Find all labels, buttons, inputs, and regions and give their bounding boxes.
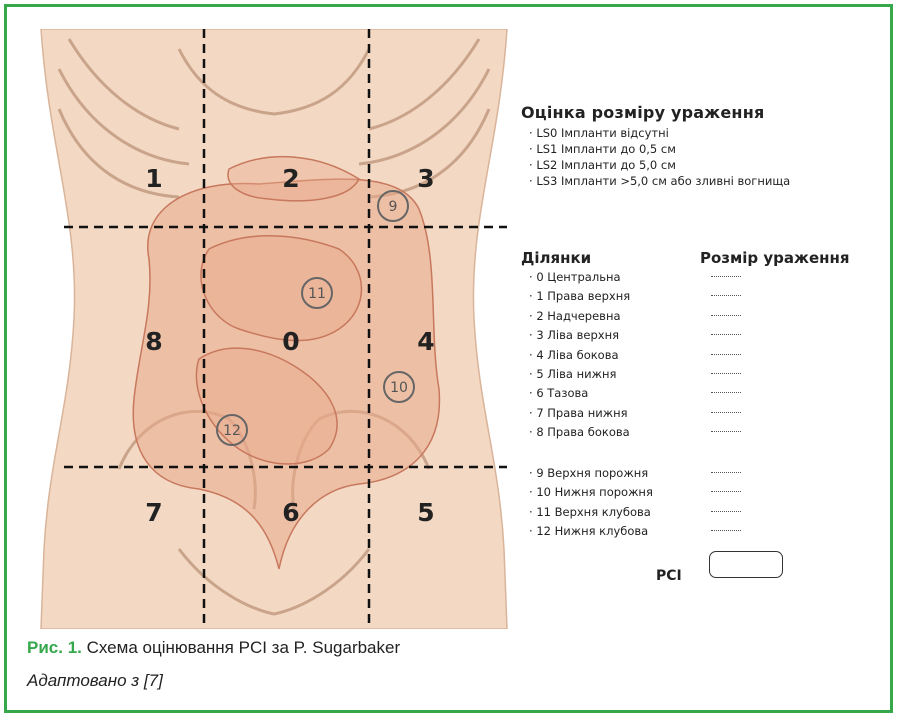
- region-row: 3 Ліва верхня: [529, 326, 630, 345]
- score-blank: [711, 412, 741, 413]
- score-blank: [711, 334, 741, 335]
- region-number-0: 0: [282, 327, 299, 356]
- region-label: 12 Нижня клубова: [529, 524, 648, 538]
- region-number-2: 2: [282, 164, 299, 193]
- region-label: 8 Права бокова: [529, 425, 630, 439]
- regions-list-small-bowel: 9 Верхня порожня 10 Нижня порожня 11 Вер…: [529, 464, 653, 542]
- figure-label: Рис. 1.: [27, 638, 82, 657]
- regions-list-main: 0 Центральна 1 Права верхня 2 Надчеревна…: [529, 268, 630, 443]
- region-row: 1 Права верхня: [529, 287, 630, 306]
- pci-score-box: [709, 551, 783, 578]
- region-row: 9 Верхня порожня: [529, 464, 653, 483]
- region-label: 2 Надчеревна: [529, 309, 621, 323]
- abdomen-illustration: 1 2 3 8 0 4 7 6 5 9 11 10 12: [29, 29, 519, 629]
- score-blank: [711, 276, 741, 277]
- region-row: 12 Нижня клубова: [529, 522, 653, 541]
- score-blank: [711, 373, 741, 374]
- score-blank: [711, 431, 741, 432]
- region-row: 8 Права бокова: [529, 423, 630, 442]
- region-number-7: 7: [145, 498, 162, 527]
- pci-label: PCI: [656, 568, 682, 584]
- region-number-8: 8: [145, 327, 162, 356]
- region-label: 1 Права верхня: [529, 289, 630, 303]
- score-blank: [711, 530, 741, 531]
- region-number-6: 6: [282, 498, 299, 527]
- region-row: 7 Права нижня: [529, 404, 630, 423]
- region-label: 3 Ліва верхня: [529, 328, 619, 342]
- region-label: 6 Тазова: [529, 386, 588, 400]
- region-row: 10 Нижня порожня: [529, 483, 653, 502]
- figure-caption-text: Схема оцінювання PCI за P. Sugarbaker: [82, 638, 400, 657]
- score-blank: [711, 511, 741, 512]
- region-row: 6 Тазова: [529, 384, 630, 403]
- region-row: 5 Ліва нижня: [529, 365, 630, 384]
- region-number-5: 5: [417, 498, 434, 527]
- region-label: 4 Ліва бокова: [529, 348, 619, 362]
- regions-header: Ділянки: [521, 249, 591, 267]
- region-label: 9 Верхня порожня: [529, 466, 648, 480]
- region-row: 0 Центральна: [529, 268, 630, 287]
- circle-number-12: 12: [223, 423, 241, 439]
- lesion-size-title: Оцінка розміру ураження: [521, 103, 764, 122]
- score-blank: [711, 472, 741, 473]
- circle-number-10: 10: [390, 380, 408, 396]
- region-number-1: 1: [145, 164, 162, 193]
- region-number-3: 3: [417, 164, 434, 193]
- region-number-4: 4: [417, 327, 434, 356]
- lesion-size-header: Розмір ураження: [700, 249, 849, 267]
- lesion-size-item: LS2 Імпланти до 5,0 см: [529, 157, 790, 173]
- region-row: 2 Надчеревна: [529, 307, 630, 326]
- score-blank: [711, 392, 741, 393]
- lesion-size-item: LS0 Імпланти відсутні: [529, 125, 790, 141]
- score-blank: [711, 354, 741, 355]
- region-label: 11 Верхня клубова: [529, 505, 651, 519]
- lesion-size-item: LS3 Імпланти >5,0 см або зливні вогнища: [529, 173, 790, 189]
- circle-number-9: 9: [389, 199, 398, 215]
- score-blank: [711, 491, 741, 492]
- region-label: 5 Ліва нижня: [529, 367, 616, 381]
- region-row: 4 Ліва бокова: [529, 346, 630, 365]
- lesion-size-list: LS0 Імпланти відсутні LS1 Імпланти до 0,…: [529, 125, 790, 189]
- figure-source: Адаптовано з [7]: [27, 671, 163, 691]
- circle-number-11: 11: [308, 286, 326, 302]
- region-label: 10 Нижня порожня: [529, 485, 653, 499]
- region-row: 11 Верхня клубова: [529, 503, 653, 522]
- score-blank: [711, 315, 741, 316]
- figure-caption: Рис. 1. Схема оцінювання PCI за P. Sugar…: [27, 638, 400, 658]
- score-blank: [711, 295, 741, 296]
- figure-frame: 1 2 3 8 0 4 7 6 5 9 11 10 12 Оцінка розм…: [4, 4, 893, 713]
- lesion-size-item: LS1 Імпланти до 0,5 см: [529, 141, 790, 157]
- info-panel: Оцінка розміру ураження LS0 Імпланти від…: [521, 103, 896, 613]
- region-label: 7 Права нижня: [529, 406, 628, 420]
- region-label: 0 Центральна: [529, 270, 621, 284]
